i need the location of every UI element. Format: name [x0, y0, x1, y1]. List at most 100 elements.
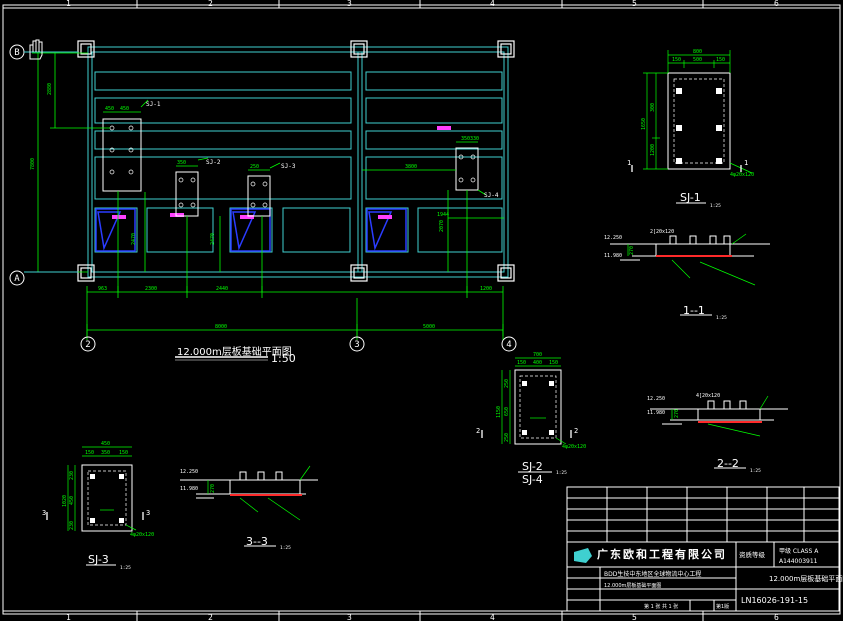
sj4-label: SJ-4 — [522, 473, 543, 486]
sj3-label: SJ-3 — [88, 553, 109, 566]
cursor-hand-icon — [29, 39, 43, 60]
tag-sj3: SJ-3 — [281, 163, 296, 170]
sj2-dim-part: 650 — [504, 407, 510, 416]
dim-v1: 2470 — [131, 233, 137, 245]
zone-number-top: 1 — [66, 0, 71, 8]
company-name: 广东欧和工程有限公司 — [597, 547, 727, 561]
drawing-number: LN16026-191-15 — [741, 596, 808, 605]
zone-number-top: 6 — [774, 0, 779, 8]
zone-number-top: 2 — [208, 0, 213, 8]
sj1-dim-left: 1650 — [641, 118, 647, 130]
plan-tags: SJ-1 SJ-2 SJ-3 SJ-4 — [146, 101, 499, 199]
sj2-section-mark: 2 — [574, 427, 578, 435]
s22-elev-bot: 11.980 — [647, 410, 665, 416]
sj3-dim-sub: 150 — [119, 450, 128, 456]
s11-spec: 2[20x120 — [650, 229, 674, 235]
s33-scale: 1:25 — [280, 545, 291, 551]
zone-number-bottom: 2 — [208, 613, 213, 621]
anchor-bolts — [109, 125, 476, 208]
zone-number-bottom: 1 — [66, 613, 71, 621]
sj1-section-mark: 1 — [627, 159, 631, 167]
title-block[interactable]: 广东欧和工程有限公司 资质等级 甲级 CLASS A A144003911 BD… — [566, 486, 843, 612]
sj3-dim-sub: 150 — [85, 450, 94, 456]
section-2-2[interactable]: 12.250 11.980 4[20x120 270 2--2 1:25 — [647, 393, 788, 474]
dim-1944: 1944 — [437, 212, 449, 218]
sj1-dim-sub: 500 — [693, 57, 702, 63]
cert-label: 甲级 CLASS A — [779, 547, 819, 555]
tag-sj1: SJ-1 — [146, 101, 161, 108]
dim-v2: 2470 — [210, 233, 216, 245]
magenta-tags — [112, 126, 451, 219]
s22-dim: 270 — [674, 409, 680, 418]
frame-zone-numbers: 1 2 3 4 5 6 1 2 3 4 5 6 — [66, 0, 779, 621]
sj3-dim-left: 1020 — [62, 495, 68, 507]
s22-elev-top: 12.250 — [647, 396, 665, 402]
zone-number-top: 4 — [490, 0, 495, 8]
s22-label: 2--2 — [717, 457, 739, 470]
foundation-plan[interactable]: 7800 2880 963 2300 2440 1200 8000 5000 2… — [9, 39, 517, 365]
s22-spec: 4[20x120 — [696, 393, 720, 399]
sj2-dim-left: 1150 — [496, 406, 502, 418]
sj2-section-mark: 2 — [476, 427, 480, 435]
sj1-label: SJ-1 — [680, 191, 701, 204]
axis-label-A: A — [14, 274, 20, 284]
dim-seg2: 2300 — [145, 286, 157, 292]
axis-label-3: 3 — [354, 340, 359, 350]
sj2-label: SJ-2 — [522, 460, 543, 473]
sj3-dim-part: 230 — [69, 521, 75, 530]
zone-number-bottom: 6 — [774, 613, 779, 621]
dim-450: 450 — [105, 106, 114, 112]
detail-sj3[interactable]: 450 150 350 150 1020 230 450 230 4φ20x12… — [42, 441, 154, 571]
sj1-dim-top: 800 — [693, 49, 702, 55]
dim-350: 350 — [177, 160, 186, 166]
columns — [77, 40, 515, 282]
section-1-1[interactable]: 12.250 11.980 2[20x120 270 1--1 1:25 — [604, 229, 770, 321]
dim-seg1: 963 — [98, 286, 107, 292]
section-3-3[interactable]: 12.250 11.980 270 3--3 1:25 — [180, 465, 318, 551]
s33-elev-bot: 11.980 — [180, 486, 198, 492]
s33-label: 3--3 — [246, 535, 268, 548]
dim-upper: 2880 — [47, 83, 53, 95]
sj1-note: 4φ20x120 — [730, 172, 754, 178]
dim-total-height: 7800 — [30, 158, 36, 170]
sj3-section-mark: 3 — [42, 509, 46, 517]
project-name: BDD生技中东地区全球物流中心工程 — [604, 570, 701, 578]
sj1-dim-part: 300 — [650, 103, 656, 112]
dim-400: 450 — [120, 106, 129, 112]
dim-350b: 350 — [461, 136, 470, 142]
sj2-dim-part: 250 — [504, 379, 510, 388]
sj2-dim-sub: 400 — [533, 360, 542, 366]
zone-number-bottom: 4 — [490, 613, 495, 621]
s11-elev-bot: 11.980 — [604, 253, 622, 259]
sj2-dim-part: 250 — [504, 433, 510, 442]
dim-seg3: 2440 — [216, 286, 228, 292]
tag-sj4: SJ-4 — [484, 192, 499, 199]
zone-number-bottom: 5 — [632, 613, 637, 621]
s11-label: 1--1 — [683, 304, 705, 317]
detail-sj1[interactable]: 800 150 500 150 1650 300 1200 4φ20x120 1… — [627, 49, 754, 209]
sj1-dim-sub: 150 — [716, 57, 725, 63]
sj2-dim-sub: 150 — [517, 360, 526, 366]
s11-dim: 270 — [629, 246, 635, 255]
s22-scale: 1:25 — [750, 468, 761, 474]
plan-dimensions — [32, 52, 504, 340]
sj3-section-mark: 3 — [146, 509, 150, 517]
axis-label-B: B — [14, 48, 19, 58]
axis-labels: B A 2 3 4 — [14, 48, 511, 350]
sj2-dim-sub: 150 — [549, 360, 558, 366]
sj3-dim-top: 450 — [101, 441, 110, 447]
plan-dim-text: 7800 2880 963 2300 2440 1200 8000 5000 2… — [30, 83, 492, 330]
detail-sj2-sj4[interactable]: 700 150 400 150 1150 250 650 250 4φ20x12… — [476, 352, 586, 486]
qualification-label: 资质等级 — [739, 550, 766, 559]
zone-number-bottom: 3 — [347, 613, 352, 621]
sj1-dim-part: 1200 — [650, 144, 656, 156]
sj3-dim-part: 230 — [69, 471, 75, 480]
dim-seg4: 1200 — [480, 286, 492, 292]
axis-label-4: 4 — [506, 340, 511, 350]
s11-scale: 1:25 — [716, 315, 727, 321]
dim-250: 250 — [250, 164, 259, 170]
sj3-scale: 1:25 — [120, 565, 131, 571]
sj3-dim-sub: 350 — [101, 450, 110, 456]
sj1-section-mark: 1 — [744, 159, 748, 167]
